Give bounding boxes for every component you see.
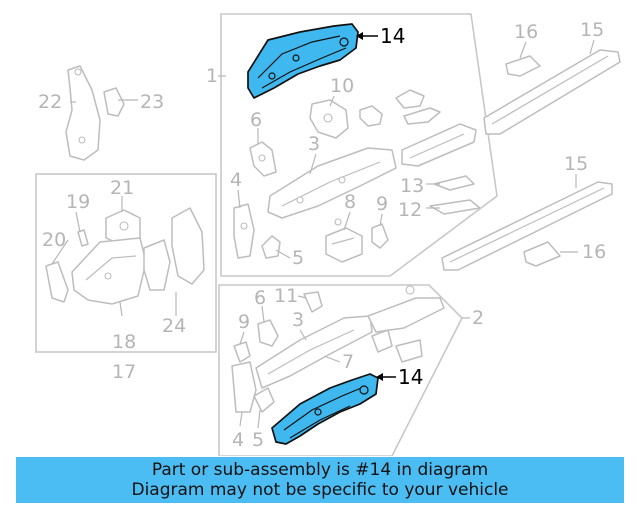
banner-line-1: Part or sub-assembly is #14 in diagram — [151, 460, 489, 480]
part-10-bracket — [309, 99, 349, 139]
part-14-highlighted-lower — [271, 373, 379, 445]
part-3-side-member — [267, 147, 397, 219]
label-15-lower: 15 — [564, 153, 588, 175]
leaders — [51, 39, 595, 429]
label-9-lower: 9 — [238, 311, 250, 333]
label-4-upper: 4 — [230, 169, 242, 191]
part-5-clip — [261, 235, 281, 259]
label-4-lower: 4 — [232, 429, 244, 451]
label-7: 7 — [342, 351, 354, 373]
part-4-plate-lower — [231, 361, 257, 413]
part-3-side-member-lower — [255, 315, 373, 389]
group-1-frame — [220, 13, 498, 277]
rail-pieces-group2 — [367, 285, 445, 363]
label-13: 13 — [400, 175, 424, 197]
label-1: 1 — [206, 65, 218, 87]
label-24: 24 — [162, 315, 186, 337]
label-6-upper: 6 — [250, 109, 262, 131]
banner-line-2: Diagram may not be specific to your vehi… — [131, 480, 509, 500]
part-24-panel — [143, 207, 205, 291]
label-9-upper: 9 — [376, 193, 388, 215]
part-15-lower-rail — [441, 181, 613, 271]
label-22: 22 — [38, 91, 62, 113]
label-5-lower: 5 — [252, 429, 264, 451]
parts-diagram: 1 2 3 3 4 4 5 5 6 6 7 8 9 9 10 11 12 13 … — [35, 13, 621, 456]
part-14-highlighted-upper — [247, 23, 359, 99]
part-20-bracket — [45, 261, 69, 303]
group-2-frame — [218, 284, 463, 456]
label-16-lower: 16 — [582, 241, 606, 263]
part-5-lower — [253, 387, 275, 413]
part-18-housing — [71, 237, 147, 305]
label-20: 20 — [42, 229, 66, 251]
part-8-mount — [325, 218, 363, 263]
part-11-bracket — [303, 291, 323, 313]
highlight-leaders — [356, 32, 396, 381]
part-15-upper-rail — [483, 49, 621, 135]
label-12: 12 — [398, 199, 422, 221]
part-19-bolt — [77, 229, 89, 247]
part-16-upper — [505, 55, 541, 77]
label-2: 2 — [472, 307, 484, 329]
label-3-upper: 3 — [308, 133, 320, 155]
label-8: 8 — [344, 191, 356, 213]
part-6-bracket-lower — [257, 319, 279, 347]
label-18: 18 — [112, 331, 136, 353]
label-15-upper: 15 — [580, 19, 604, 41]
small-brackets-top — [359, 89, 441, 127]
front-rail-pieces — [401, 123, 481, 215]
part-4-plate — [233, 203, 255, 259]
part-9-bracket-lower — [233, 341, 251, 363]
label-14-upper: 14 — [380, 24, 405, 48]
part-16-lower — [523, 241, 561, 267]
label-17: 17 — [112, 361, 136, 383]
label-3-lower: 3 — [292, 309, 304, 331]
label-6-lower: 6 — [254, 287, 266, 309]
label-16-upper: 16 — [514, 21, 538, 43]
label-5-upper: 5 — [292, 247, 304, 269]
group-17-frame — [35, 173, 217, 353]
part-6-bracket — [249, 141, 277, 177]
label-10: 10 — [330, 75, 354, 97]
part-23-bracket — [103, 87, 125, 117]
part-9-bracket — [371, 223, 389, 249]
label-23: 23 — [140, 91, 164, 113]
label-19: 19 — [66, 191, 90, 213]
label-11: 11 — [274, 285, 298, 307]
label-21: 21 — [110, 177, 134, 199]
info-banner: Part or sub-assembly is #14 in diagram D… — [16, 457, 624, 503]
label-14-lower: 14 — [398, 365, 423, 389]
part-22-bracket — [65, 65, 101, 161]
